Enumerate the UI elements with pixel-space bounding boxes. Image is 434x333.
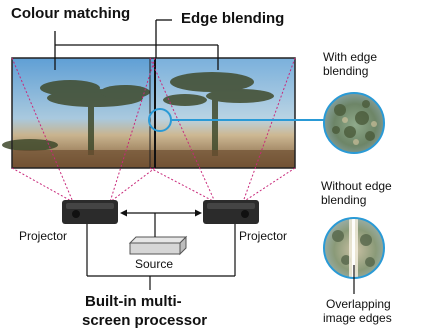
source-label: Source [135, 257, 174, 271]
ground [12, 150, 295, 168]
processor-label-2: screen processor [82, 312, 208, 329]
projector-right-label: Projector [239, 229, 288, 243]
projector-left-device [62, 200, 118, 224]
without-edge-label-2: blending [321, 193, 367, 207]
tree-silhouettes [2, 72, 274, 156]
arrow-right-head [195, 209, 202, 217]
edge-blending-pointer [155, 19, 172, 58]
zoom-with-edge-blending [323, 92, 385, 154]
edge-blending-label: Edge blending [181, 10, 285, 27]
overlap-label-2: image edges [323, 311, 392, 325]
without-edge-label-1: Without edge [321, 179, 392, 193]
zoom-without-edge-blending [323, 217, 385, 279]
overlap-label-1: Overlapping [326, 297, 391, 311]
screen-frame [11, 57, 296, 169]
projection-lines [11, 57, 296, 203]
projector-right-device [203, 200, 259, 224]
signal-arrows [122, 212, 200, 237]
projected-screen [2, 57, 296, 169]
with-edge-label-1: With edge [323, 50, 378, 64]
processor-label-1: Built-in multi- [85, 293, 182, 310]
source-device [128, 235, 188, 256]
arrow-left-head [120, 209, 127, 217]
colour-matching-bracket [54, 31, 219, 70]
projector-left-label: Projector [19, 229, 68, 243]
processor-connector [86, 224, 236, 290]
colour-matching-label: Colour matching [11, 5, 131, 22]
with-edge-label-2: blending [323, 64, 369, 78]
